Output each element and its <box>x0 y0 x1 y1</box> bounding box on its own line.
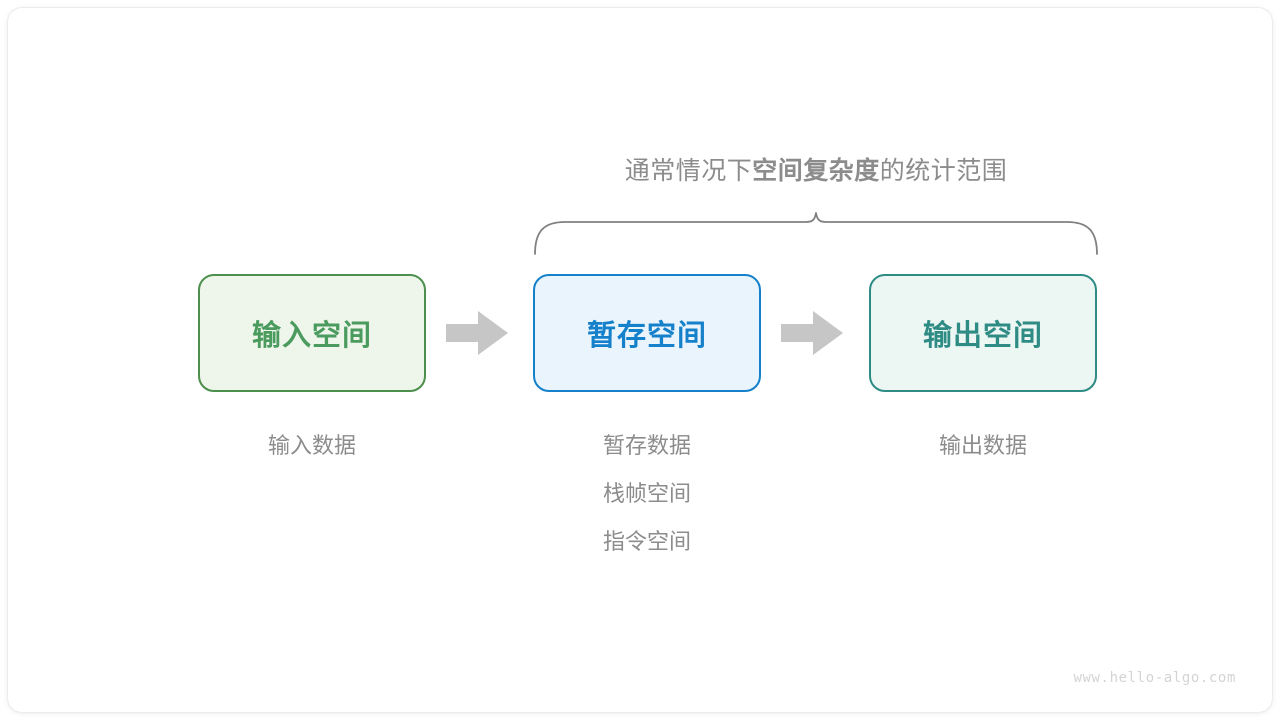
arrow-right-icon <box>781 311 843 355</box>
diagram-card: 通常情况下空间复杂度的统计范围 输入空间 暂存空间 输出空间 输入数据 <box>8 8 1272 712</box>
caption-output-line-1: 输出数据 <box>938 433 1027 458</box>
box-output-space[interactable]: 输出空间 <box>869 274 1097 392</box>
caption-output: 输出数据 <box>869 422 1097 470</box>
caption-input: 输入数据 <box>198 422 426 470</box>
brace-caption-emphasis: 空间复杂度 <box>752 157 880 185</box>
caption-temp-line-2: 栈帧空间 <box>602 481 691 506</box>
caption-temp-line-3: 指令空间 <box>602 529 691 554</box>
arrow-right-icon <box>446 311 508 355</box>
caption-input-line-1: 输入数据 <box>267 433 356 458</box>
box-temp-space[interactable]: 暂存空间 <box>533 274 761 392</box>
curly-brace-icon <box>534 212 1098 255</box>
box-temp-space-label: 暂存空间 <box>586 320 707 352</box>
watermark: www.hello-algo.com <box>1073 670 1236 686</box>
brace-caption-lead: 通常情况下 <box>624 157 753 185</box>
box-input-space[interactable]: 输入空间 <box>198 274 426 392</box>
brace-caption: 通常情况下空间复杂度的统计范围 <box>533 152 1099 190</box>
caption-temp: 暂存数据 栈帧空间 指令空间 <box>533 422 761 566</box>
box-output-space-label: 输出空间 <box>922 320 1043 352</box>
box-input-space-label: 输入空间 <box>251 320 372 352</box>
caption-temp-line-1: 暂存数据 <box>602 433 691 458</box>
brace-caption-trail: 的统计范围 <box>879 157 1008 185</box>
